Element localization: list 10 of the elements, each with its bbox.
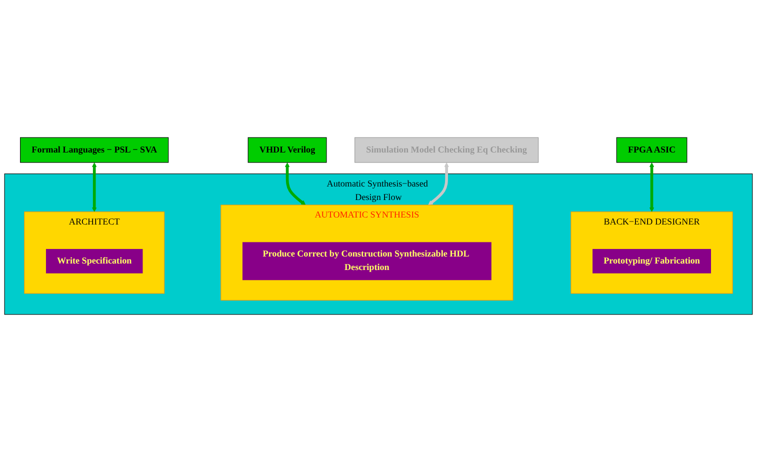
arrow [92, 162, 97, 212]
arrow [649, 162, 654, 212]
arrow [284, 162, 306, 205]
node-box: Formal Languages − PSL − SVA [20, 136, 169, 162]
node-box: VHDL Verilog [248, 136, 327, 162]
node-box: Write Specification [45, 248, 144, 274]
node-box: FPGA ASIC [616, 136, 688, 162]
node-box: Produce Correct by Construction Synthesizable HDL Description [242, 241, 492, 280]
node-box: Prototyping/ Fabrication [592, 248, 712, 274]
arrow [428, 162, 450, 205]
